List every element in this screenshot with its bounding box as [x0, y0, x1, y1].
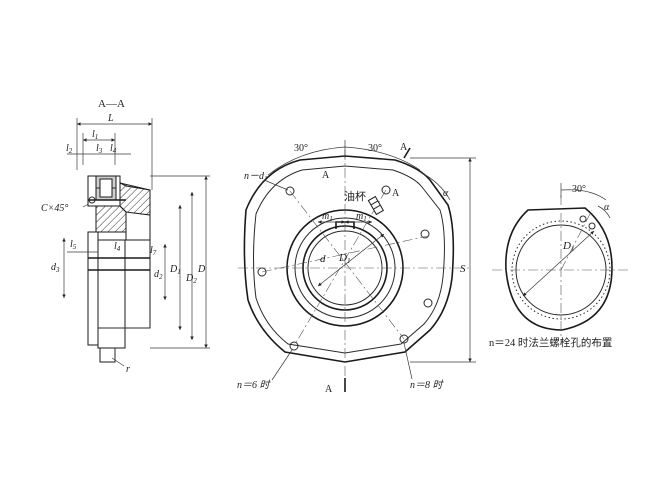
dim-m1-right: m1: [356, 211, 367, 223]
section-mark-top-right: A: [400, 142, 408, 153]
oil-cup-label: 油杯: [344, 189, 366, 203]
note-n8: n＝8 时: [410, 379, 445, 391]
section-mark-bottom: A: [325, 384, 333, 395]
dim-l4-mid: l4: [114, 241, 121, 253]
angle-alpha: α: [443, 188, 449, 199]
dim-D1: D1: [169, 264, 181, 276]
bolt-layout-view: 30° α D1 n＝24 时法兰螺栓孔的布置: [489, 183, 628, 349]
dim-d-bore: d: [320, 253, 326, 265]
section-mark-center: A: [392, 188, 400, 199]
dim-L: L: [107, 113, 114, 124]
dim-m1-left: m1: [322, 211, 333, 223]
dim-chamfer: C×45°: [41, 203, 68, 214]
hole-label: n－d1: [244, 171, 268, 183]
right-caption: n＝24 时法兰螺栓孔的布置: [489, 336, 612, 349]
note-n6: n＝6 时: [237, 379, 272, 391]
dim-S: S: [460, 263, 466, 275]
dim-D: D: [197, 264, 206, 275]
dim-l7: l7: [150, 245, 157, 257]
angle-left: 30°: [294, 143, 308, 154]
dim-l2: l2: [66, 143, 73, 155]
right-angle: 30°: [572, 184, 586, 195]
dim-d2: d2: [154, 269, 163, 281]
section-view-a-a: A—A L l1 l2 l3 l4 C×45°: [41, 98, 210, 375]
dim-l1: l1: [92, 129, 98, 141]
dim-r: r: [126, 364, 130, 375]
dim-l3: l3: [96, 143, 103, 155]
front-view: 30° 30° A A A A n－d1 油杯 m1 m1 d D1 α: [237, 140, 476, 395]
dim-l4-top: l4: [110, 143, 117, 155]
dim-D2: D2: [185, 273, 197, 285]
angle-right: 30°: [368, 143, 382, 154]
section-title: A—A: [98, 98, 125, 110]
section-mark-top: A: [322, 170, 330, 181]
right-D1: D1: [562, 240, 574, 253]
dim-l5: l5: [70, 239, 77, 251]
dim-d3: d3: [51, 262, 60, 274]
right-alpha: α: [604, 202, 610, 213]
